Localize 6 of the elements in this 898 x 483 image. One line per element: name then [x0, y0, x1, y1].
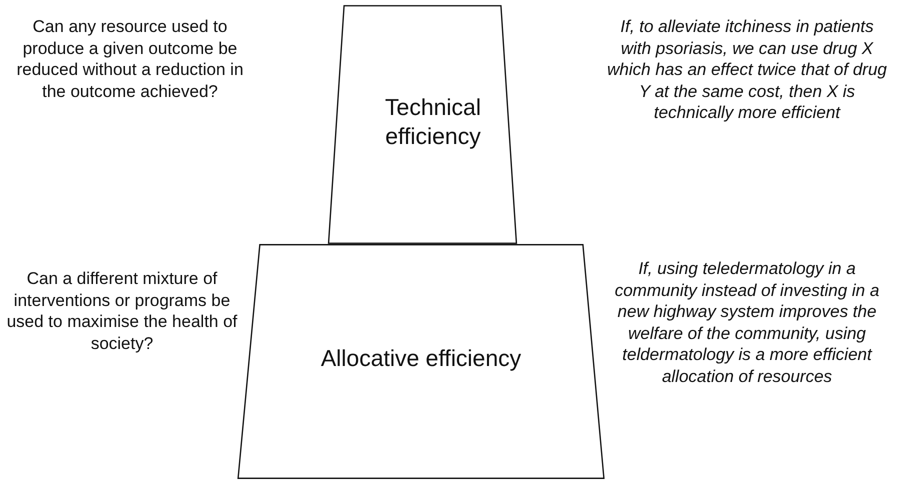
- question-text: Can a different mixture of interventions or programs be used to maximise the health of society?: [6, 268, 238, 354]
- example-text: If, using teledermatology in a community instead of investing in a new highway system improves the welfare of the community, using teldermatology is a more efficient allocation of resources: [614, 258, 880, 387]
- example-text: If, to alleviate itchiness in patients with psoriasis, we can use drug X which has an effect twice that of drug Y at the same cost, then X is technically more efficient: [606, 16, 888, 124]
- node-label: Technical efficiency: [384, 93, 482, 151]
- question-text: Can any resource used to produce a given outcome be reduced without a reduction in the outcome achieved?: [16, 16, 244, 102]
- node-label: Allocative efficiency: [320, 344, 522, 373]
